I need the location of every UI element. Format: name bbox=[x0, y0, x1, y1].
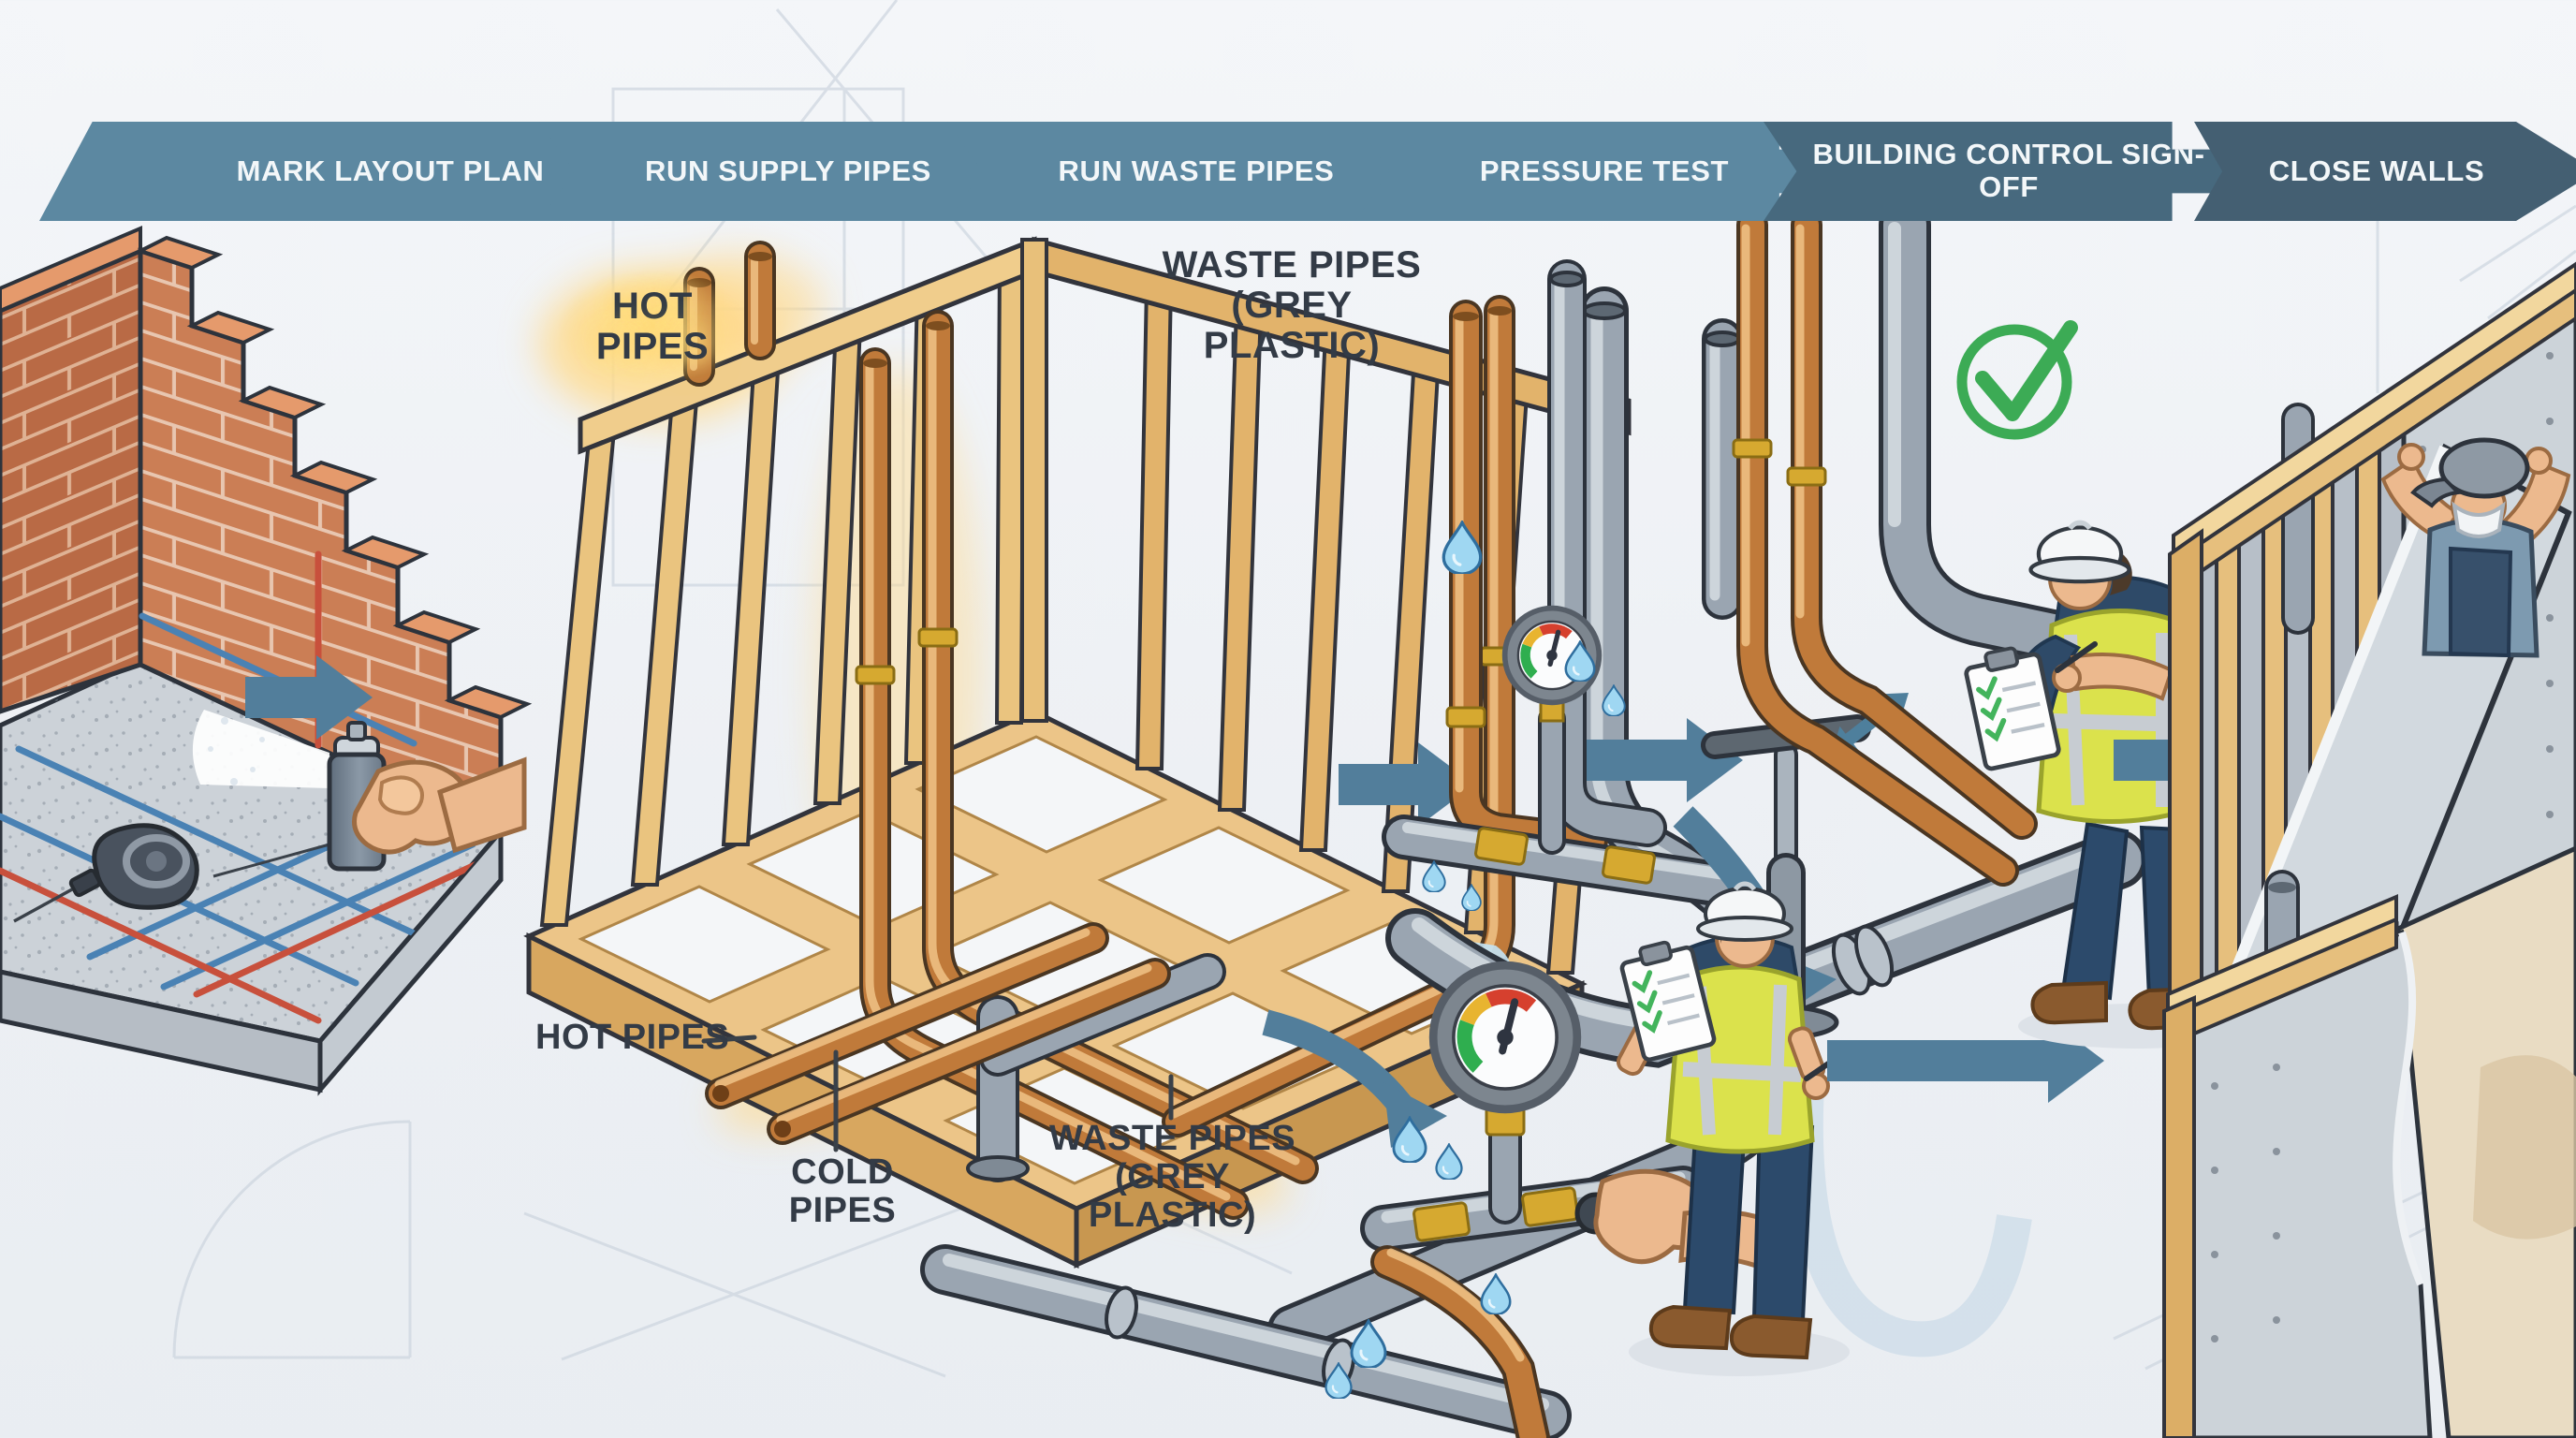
step-label: RUN WASTE PIPES bbox=[1058, 154, 1335, 187]
scene-close-walls bbox=[2162, 261, 2576, 1438]
water-drop-icon bbox=[1422, 860, 1446, 892]
building-inspector bbox=[1963, 522, 2254, 1049]
brick-wall bbox=[0, 225, 533, 837]
scene-sign-off bbox=[1732, 198, 2282, 1049]
stud-wall-left bbox=[539, 258, 1027, 927]
hot-pipe-ends bbox=[705, 922, 1171, 1145]
step-label: RUN SUPPLY PIPES bbox=[645, 154, 931, 187]
label-waste-pipes-bottom: WASTE PIPES (GREY PLASTIC) bbox=[1048, 1119, 1296, 1236]
flow-arrow-icon bbox=[245, 655, 1474, 827]
label-waste-pipes-top: WASTE PIPES (GREY PLASTIC) bbox=[1162, 244, 1422, 367]
approved-check-icon bbox=[1956, 320, 2078, 440]
scene-gauge-check bbox=[1262, 884, 2104, 1438]
worker-checklist bbox=[1615, 884, 1850, 1376]
chalk-string bbox=[212, 843, 330, 878]
label-cold-pipes: COLD PIPES bbox=[788, 1152, 897, 1231]
scene-mark-layout bbox=[0, 225, 533, 1096]
chalk-line-tool bbox=[13, 823, 199, 923]
spray-nozzle bbox=[346, 721, 367, 741]
water-drop-icon bbox=[1435, 1143, 1463, 1180]
label-leaders bbox=[701, 1034, 1174, 1152]
step-label: CLOSE WALLS bbox=[2268, 154, 2485, 187]
water-drop-icon bbox=[1480, 1273, 1512, 1314]
dust-mask-icon bbox=[2452, 501, 2506, 538]
hard-hat-icon bbox=[2031, 522, 2130, 581]
label-hot-pipes-bottom: HOT PIPES bbox=[535, 1018, 730, 1057]
step-label: PRESSURE TEST bbox=[1479, 154, 1730, 187]
label-hot-pipes-top: HOT PIPES bbox=[558, 270, 747, 385]
flow-arrow-icon bbox=[1827, 1019, 2104, 1103]
step-label: MARK LAYOUT PLAN bbox=[236, 154, 545, 187]
drywall-installer bbox=[2380, 437, 2571, 658]
step-banner-close-walls: CLOSE WALLS bbox=[2194, 122, 2576, 221]
cap-icon bbox=[2438, 437, 2530, 499]
spray-can-hand bbox=[192, 710, 527, 872]
pressure-gauge-icon bbox=[1429, 961, 1581, 1113]
step-label: BUILDING CONTROL SIGN-OFF bbox=[1812, 138, 2205, 203]
blueprint-pipe-sketch bbox=[1787, 1083, 2032, 1357]
